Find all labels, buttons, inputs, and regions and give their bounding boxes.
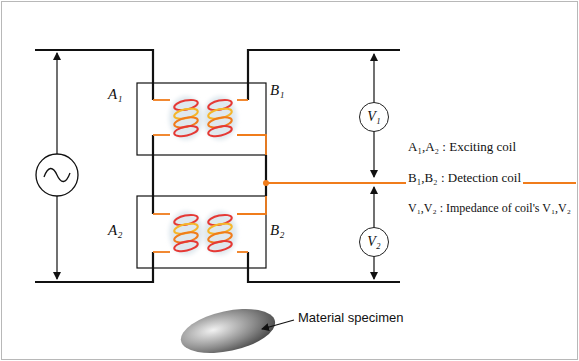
leader-line — [262, 320, 294, 329]
wires — [35, 50, 400, 282]
meter-label: V₁ — [367, 109, 380, 125]
coils — [169, 96, 237, 255]
meter-label: V₂ — [367, 234, 380, 250]
lower-coil-box — [137, 196, 266, 268]
legend-note: A₁,A₂ : Exciting coil — [406, 140, 518, 154]
legend-note: B₁,B₂ : Detection coil — [406, 171, 523, 185]
coil-label: B₂ — [270, 222, 284, 239]
ac-source — [36, 154, 78, 196]
impedance-meter: V₁ — [359, 102, 389, 132]
material-specimen — [177, 301, 279, 360]
specimen-label: Material specimen — [298, 311, 404, 325]
upper-coil-box — [137, 83, 266, 155]
coil-label: A₁ — [108, 86, 122, 103]
impedance-meter: V₂ — [359, 227, 389, 257]
coil-label: A₂ — [108, 222, 122, 239]
legend-note: V₁,V₂ : Impedance of coil's V₁,V₂ — [406, 202, 573, 215]
coil-label: B₁ — [270, 82, 284, 99]
